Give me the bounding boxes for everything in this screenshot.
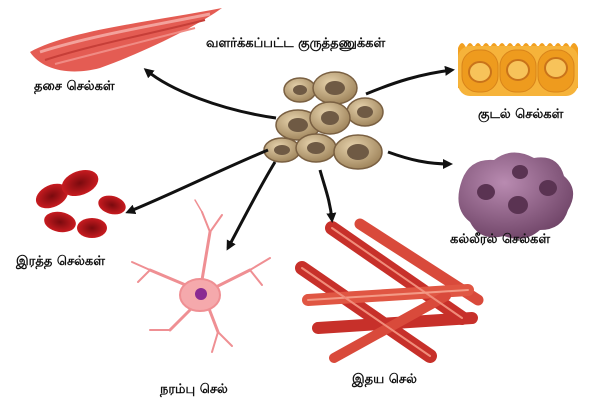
arrow-to-muscle <box>146 70 276 118</box>
arrow-to-nerve <box>228 162 275 248</box>
arrow-to-blood <box>128 150 268 212</box>
muscle-cell-image <box>30 8 222 71</box>
liver-cells-image <box>458 152 573 238</box>
arrow-to-liver <box>388 152 450 164</box>
label-nerve-cell: நரம்பு செல் <box>160 382 228 398</box>
label-liver-cells: கல்லீரல் செல்கள் <box>450 232 550 248</box>
nerve-cell-image <box>132 200 270 352</box>
blood-cells-image <box>32 165 128 238</box>
diagram-title: வளர்க்கப்பட்ட குருத்தணுக்கள் <box>206 36 385 52</box>
arrow-to-intestine <box>366 70 452 94</box>
label-blood-cells: இரத்த செல்கள் <box>16 254 105 270</box>
label-heart-cell: இதய செல் <box>352 372 417 388</box>
label-intestine-cells: குடல் செல்கள் <box>478 107 563 123</box>
label-muscle-cells: தசை செல்கள் <box>34 79 115 95</box>
stem-cell-cluster-image <box>264 72 383 169</box>
arrow-to-heart <box>320 170 332 220</box>
intestine-cells-image <box>458 43 578 96</box>
